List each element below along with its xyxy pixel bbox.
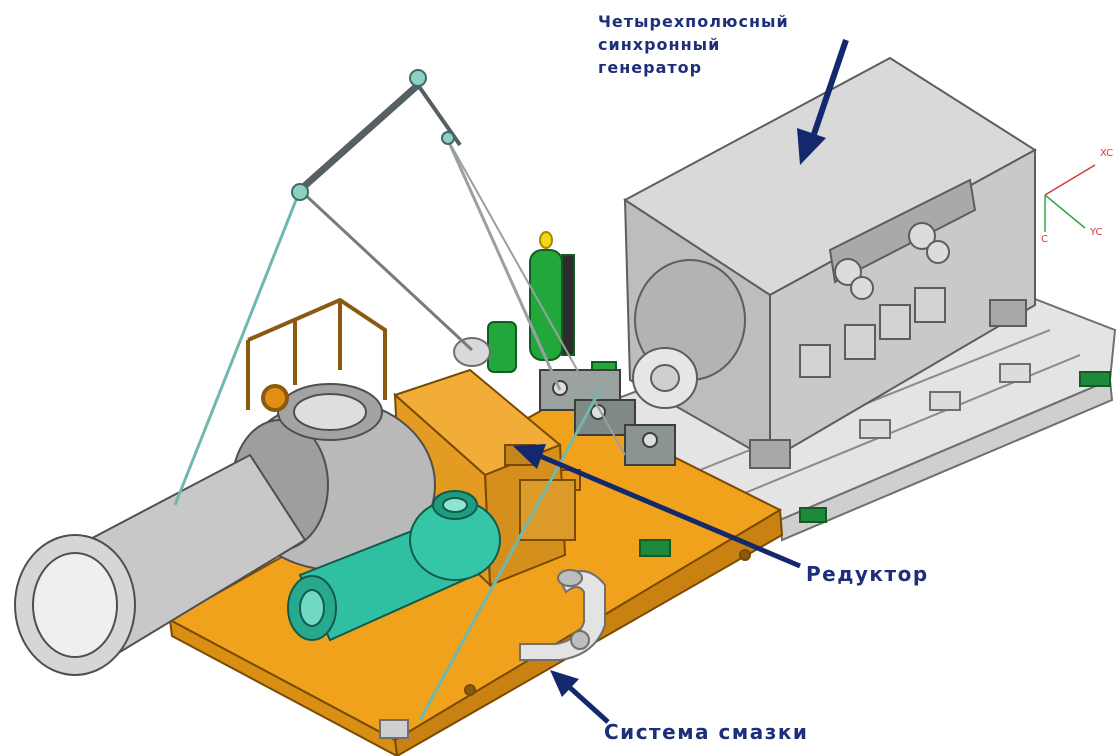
steam-inlet-nozzle — [287, 490, 501, 642]
generator-arrow — [797, 39, 849, 165]
generator-label: Четырехполюсный синхронный генератор — [598, 10, 789, 79]
turbine-casing — [14, 383, 436, 676]
gearbox-arrow — [513, 444, 801, 569]
generator-label-line-1: Четырехполюсный — [598, 12, 789, 31]
coordinate-axes — [1044, 164, 1096, 232]
callout-arrows — [513, 39, 849, 724]
generator-label-line-3: генератор — [598, 58, 703, 77]
x-axis-label: XC — [1100, 148, 1114, 159]
gearbox-label: Редуктор — [806, 562, 929, 586]
z-axis-label: C — [1041, 234, 1048, 245]
lifting-cage — [246, 297, 387, 412]
lubrication-piping — [519, 569, 606, 661]
lifting-rig — [173, 69, 626, 721]
generator-label-line-2: синхронный — [598, 35, 721, 54]
synchronous-generator — [623, 56, 1037, 469]
y-axis-label: YC — [1090, 227, 1103, 238]
lubrication-arrow — [550, 670, 610, 724]
lubrication-system-label: Система смазки — [604, 720, 809, 744]
